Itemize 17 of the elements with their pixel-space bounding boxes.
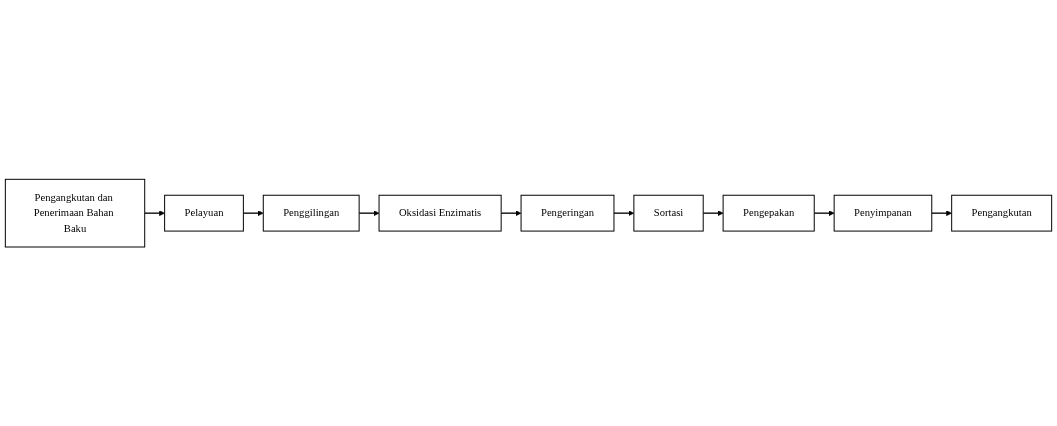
arrow <box>931 210 952 216</box>
node-box: Sortasi <box>633 194 704 232</box>
node-box: Pelayuan <box>164 194 244 232</box>
node-box: Penyimpanan <box>833 194 933 232</box>
arrow <box>144 210 165 216</box>
node-box: Pengepakan <box>722 194 815 232</box>
arrow <box>813 210 835 216</box>
node-box: Oksidasi Enzimatis <box>378 194 502 232</box>
arrow <box>500 210 522 216</box>
arrow <box>613 210 635 216</box>
arrow <box>702 210 724 216</box>
node-box: Pengangkutan dan Penerimaan Bahan Baku <box>4 178 146 248</box>
node-box: Pengeringan <box>520 194 615 232</box>
arrow <box>358 210 380 216</box>
node-box: Penggilingan <box>262 194 360 232</box>
node-box: Pengangkutan <box>951 194 1053 232</box>
arrow <box>242 210 264 216</box>
